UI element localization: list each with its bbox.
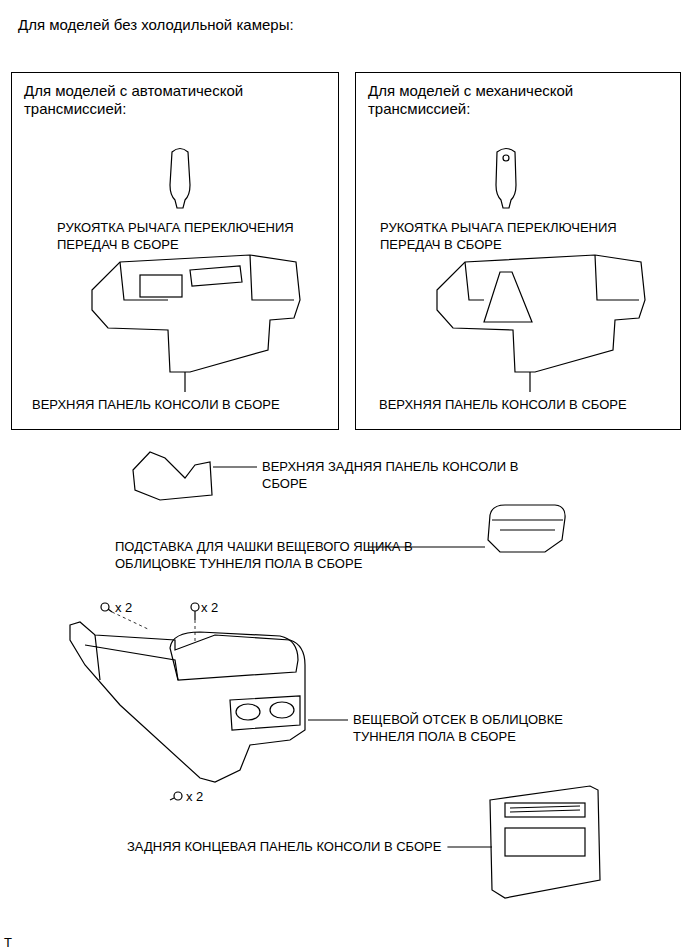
cup-opening	[236, 704, 260, 720]
console-panel	[437, 255, 645, 392]
panel-detail	[190, 266, 242, 286]
cup-opening	[230, 696, 300, 730]
armrest-lid	[170, 632, 298, 680]
rear-upper-panel	[133, 452, 212, 500]
cup-holder	[488, 505, 565, 552]
quantity-mark: x 2	[186, 788, 203, 805]
storage-compartment	[70, 622, 305, 782]
panel-detail	[120, 255, 294, 300]
cup-opening	[270, 702, 294, 718]
part-name: ВЕРХНЯЯ ЗАДНЯЯ ПАНЕЛЬ КОНСОЛИ В СБОРЕ	[262, 458, 544, 492]
frame-detail	[85, 635, 178, 680]
leader-line	[213, 466, 257, 467]
air-vent	[505, 803, 585, 817]
group-heading: Для моделей с автоматической трансмиссие…	[24, 82, 289, 118]
console-panel	[92, 255, 300, 392]
part-name: ПОДСТАВКА ДЛЯ ЧАШКИ ВЕЩЕВОГО ЯЩИКА В ОБЛ…	[115, 538, 425, 572]
rear-end-panel	[490, 786, 600, 898]
figure-code: T	[4, 934, 12, 951]
part-name: РУКОЯТКА РЫЧАГА ПЕРЕКЛЮЧЕНИЯ ПЕРЕДАЧ В С…	[380, 219, 648, 253]
part-name: ВЕРХНЯЯ ПАНЕЛЬ КОНСОЛИ В СБОРЕ	[379, 396, 627, 413]
quantity-mark: x 2	[115, 599, 132, 616]
part-name: РУКОЯТКА РЫЧАГА ПЕРЕКЛЮЧЕНИЯ ПЕРЕДАЧ В С…	[57, 219, 325, 253]
shift-knob	[170, 149, 190, 209]
shift-knob	[496, 149, 516, 209]
part-name: ВЕРХНЯЯ ПАНЕЛЬ КОНСОЛИ В СБОРЕ	[32, 396, 280, 413]
holder-detail	[492, 520, 563, 530]
part-name: ВЕЩЕВОЙ ОТСЕК В ОБЛИЦОВКЕ ТУННЕЛЯ ПОЛА В…	[353, 711, 593, 745]
panel-detail	[465, 255, 639, 300]
group-heading: Для моделей с механической трансмиссией:	[368, 82, 633, 118]
leader-line	[447, 846, 492, 847]
leader-line	[529, 372, 530, 392]
shift-boot	[484, 272, 532, 322]
control-panel	[505, 828, 585, 856]
leader-line	[184, 372, 185, 392]
vent-detail	[510, 806, 580, 812]
cup-hole	[140, 275, 182, 297]
quantity-mark: x 2	[201, 599, 218, 616]
diagram-title: Для моделей без холодильной камеры:	[18, 16, 294, 34]
part-name: ЗАДНЯЯ КОНЦЕВАЯ ПАНЕЛЬ КОНСОЛИ В СБОРЕ	[127, 838, 441, 855]
knob-mark	[503, 155, 509, 161]
leader-line	[308, 719, 348, 720]
